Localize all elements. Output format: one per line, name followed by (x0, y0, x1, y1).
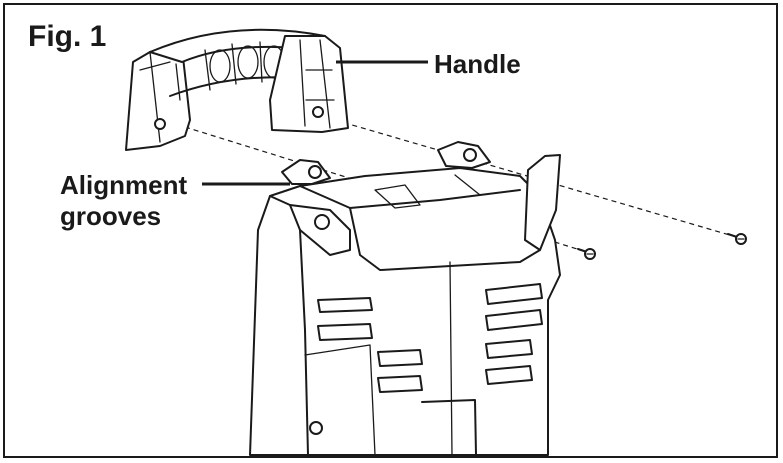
screws (577, 233, 747, 260)
screw-right (727, 233, 747, 245)
handle-right-leg-detail (305, 69, 335, 101)
alignment-label-line2: grooves (60, 201, 162, 231)
figure-title: Fig. 1 (28, 20, 107, 53)
handle-grip-oval-2 (237, 45, 259, 79)
alignment-label-line1: Alignment (60, 170, 188, 200)
body-vents-right (485, 283, 543, 385)
vent-right-3 (485, 339, 533, 359)
vent-left-4 (377, 375, 423, 393)
body-lower-panel (421, 399, 477, 456)
handle-label: Handle (434, 49, 521, 79)
vent-left-2 (317, 323, 373, 341)
handle-screw-hole-right (312, 106, 324, 118)
machine-body (249, 141, 561, 456)
handle-right-leg-edge (299, 39, 331, 129)
handle-left-leg-detail (139, 61, 171, 71)
handle-part (125, 28, 349, 151)
handle-grip-oval-1 (209, 49, 231, 83)
body-top-recess (374, 184, 421, 209)
body-center-seam (449, 261, 453, 456)
vent-right-4 (485, 365, 533, 385)
body-left-shoulder (289, 204, 351, 256)
body-top-seam (454, 174, 481, 196)
vent-right-1 (485, 283, 543, 305)
vent-left-1 (317, 297, 373, 313)
vent-left-panel (304, 344, 376, 456)
vent-left-3 (377, 349, 423, 367)
handle-screw-hole-left (154, 118, 166, 130)
mount-boss-left-hole (308, 165, 322, 179)
body-vents-left (304, 297, 423, 456)
body-outline (249, 167, 561, 456)
body-top-face (349, 207, 541, 271)
body-right-post (524, 154, 561, 251)
alignment-grooves-label: Alignment grooves (60, 170, 187, 232)
screw-left (577, 248, 596, 260)
body-screw-hole-lower (309, 421, 323, 435)
handle-grip-ribs (175, 41, 289, 101)
mount-boss-left (281, 159, 331, 185)
vent-right-2 (485, 309, 543, 331)
handle-right-leg (269, 35, 349, 133)
mount-boss-right-hole (463, 148, 477, 162)
body-screw-hole-left (314, 214, 330, 230)
